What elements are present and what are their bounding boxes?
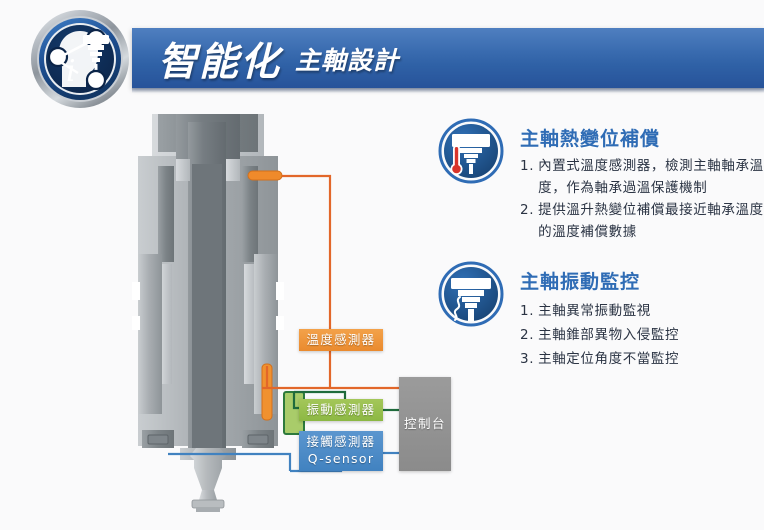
- list-item-number: 2.: [520, 327, 535, 344]
- list-item: 1. 內置式溫度感測器，檢測主軸軸承溫度，作為軸承過溫保護機制: [520, 156, 764, 200]
- emblem-glyphs: [47, 28, 109, 91]
- list-item-number: 2.: [520, 201, 535, 218]
- feature-vibration-list: 1. 主軸異常振動監視 2. 主軸錐部異物入侵監控 3. 主軸定位角度不當監控: [520, 299, 679, 371]
- spindle-stator-slots: [158, 159, 258, 384]
- thermometer-glyph: [450, 145, 463, 175]
- feature-vibration-text: 主軸振動監控 1. 主軸異常振動監視 2. 主軸錐部異物入侵監控 3. 主軸定位…: [520, 261, 679, 371]
- spindle-shaft: [188, 122, 226, 454]
- page-title: 智能化: [158, 40, 282, 85]
- feature-thermal-compensation: 主軸熱變位補償 1. 內置式溫度感測器，檢測主軸軸承溫度，作為軸承過溫保護機制 …: [438, 118, 764, 243]
- feature-thermal-list: 1. 內置式溫度感測器，檢測主軸軸承溫度，作為軸承過溫保護機制 2. 提供溫升熱…: [520, 156, 764, 243]
- header-title-group: 智能化 主軸設計: [158, 33, 399, 85]
- spindle-thermometer-icon: [438, 118, 504, 184]
- list-item: 3. 主軸定位角度不當監控: [520, 347, 679, 371]
- box-contact-sensor-label: 接觸感測器: [306, 434, 376, 450]
- temperature-probe-bottom: [261, 363, 273, 421]
- box-control-console-label: 控制台: [403, 415, 446, 431]
- list-item-text: 提供溫升熱變位補償最接近軸承溫度的溫度補償數據: [538, 201, 764, 240]
- box-vibration-sensor[interactable]: 振動感測器: [299, 399, 383, 421]
- intelligent-emblem-badge: i: [18, 9, 142, 109]
- spindle-vibration-icon: [438, 261, 504, 327]
- vibration-wave-glyph: [453, 296, 461, 321]
- emblem-letter-i: i: [66, 54, 76, 89]
- box-temperature-sensor[interactable]: 溫度感測器: [299, 329, 383, 351]
- box-temperature-sensor-label: 溫度感測器: [306, 331, 376, 347]
- list-item: 2. 提供溫升熱變位補償最接近軸承溫度的溫度補償數據: [520, 200, 764, 244]
- spindle-bearings: [142, 430, 274, 448]
- list-item-number: 1.: [520, 158, 535, 174]
- list-item-text: 內置式溫度感測器，檢測主軸軸承溫度，作為軸承過溫保護機制: [538, 158, 764, 196]
- feature-thermal-heading: 主軸熱變位補償: [520, 128, 661, 150]
- box-control-console[interactable]: 控制台: [399, 377, 451, 471]
- list-item-text: 主軸異常振動監視: [538, 303, 651, 319]
- page-subtitle: 主軸設計: [295, 46, 400, 75]
- feature-vibration-monitoring: 主軸振動監控 1. 主軸異常振動監視 2. 主軸錐部異物入侵監控 3. 主軸定位…: [438, 261, 679, 371]
- box-contact-sensor[interactable]: 接觸感測器 Q-sensor: [299, 431, 383, 471]
- feature-thermal-text: 主軸熱變位補償 1. 內置式溫度感測器，檢測主軸軸承溫度，作為軸承過溫保護機制 …: [520, 118, 764, 243]
- box-contact-sensor-sublabel: Q-sensor: [307, 451, 375, 466]
- list-item: 1. 主軸異常振動監視: [520, 299, 679, 323]
- list-item-text: 主軸定位角度不當監控: [538, 351, 680, 368]
- list-item: 2. 主軸錐部異物入侵監控: [520, 323, 679, 347]
- feature-vibration-heading: 主軸振動監控: [520, 271, 641, 293]
- list-item-number: 1.: [520, 303, 535, 319]
- list-item-text: 主軸錐部異物入侵監控: [538, 327, 680, 344]
- list-item-number: 3.: [520, 351, 535, 368]
- header-band: [132, 28, 764, 93]
- wire-temperature: [262, 174, 399, 390]
- box-vibration-sensor-label: 振動感測器: [306, 401, 376, 417]
